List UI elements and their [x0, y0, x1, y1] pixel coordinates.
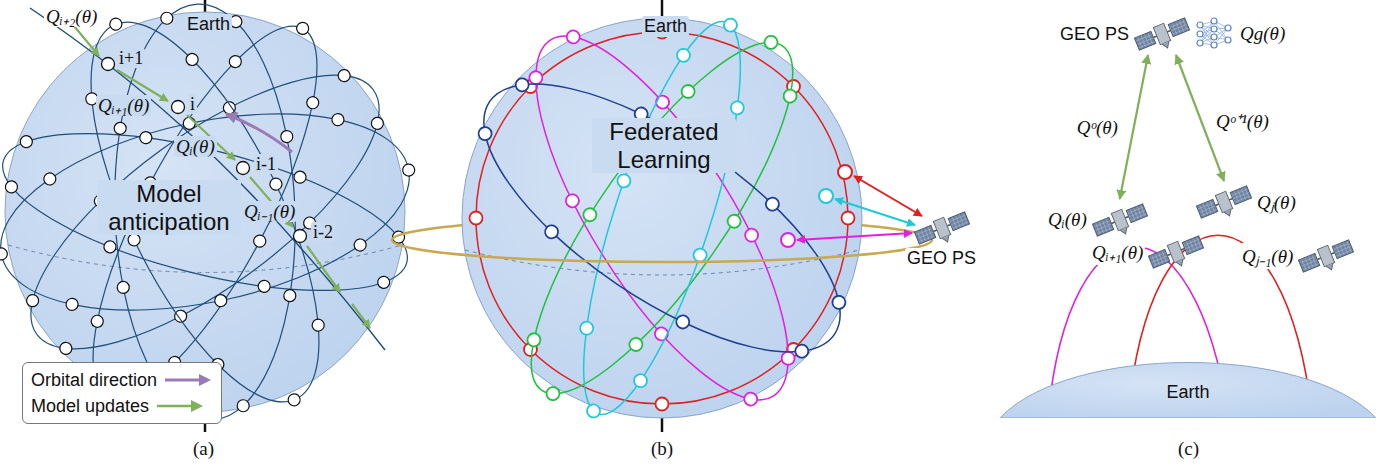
label-holder: i — [188, 94, 197, 115]
label-holder: i+1 — [117, 48, 145, 69]
label-holder: (b) — [651, 438, 673, 460]
legend-arrow-sample — [155, 398, 205, 414]
earth-sphere: EarthFederated Learning — [462, 18, 862, 418]
edge-label: Qᵒ⁺¹(θ) — [1214, 111, 1271, 132]
label-holder: Qᵢ₊₁(θ) — [96, 92, 151, 118]
legend-arrow-sample — [163, 372, 213, 388]
satellite-icon — [1134, 14, 1190, 54]
node-text: Qᵢ₊₁(θ) — [1090, 239, 1145, 265]
legend-box: Orbital directionModel updates — [22, 362, 222, 424]
label-holder: (c) — [1178, 438, 1199, 460]
link-arrow — [1120, 55, 1148, 199]
label-holder: Qᵢ₋₁(θ) — [242, 198, 297, 224]
label-holder: Qᵢ₊₂(θ) — [44, 3, 99, 29]
model-label: Qᵢ₋₁(θ) — [242, 201, 297, 222]
panel-letter: (b) — [651, 438, 673, 459]
legend-row: Model updates — [31, 393, 213, 419]
node-text: GEO PS — [905, 248, 978, 269]
model-label: Qᵢ₊₂(θ) — [44, 6, 99, 27]
satellite-index: i-2 — [311, 222, 335, 242]
legend-row: Orbital direction — [31, 367, 213, 393]
satellite-node: Qᵢ(θ) — [1046, 200, 1148, 240]
node-text: GEO PS — [1058, 24, 1131, 45]
panel-letter: (a) — [193, 438, 214, 459]
satellite-node: GEO PS Qg(θ) — [1058, 14, 1287, 54]
node-text: Model anticipation — [97, 180, 241, 235]
satellite-icon — [1148, 232, 1204, 272]
satellite-node: Qⱼ(θ) — [1196, 182, 1298, 222]
node-text: Qᵢ(θ) — [1046, 209, 1089, 231]
neural-network-icon — [1193, 16, 1235, 52]
model-label: Qᵢ₊₁(θ) — [96, 95, 151, 116]
earth-sphere: EarthModel anticipation — [5, 12, 405, 412]
satellite-node: GEO PS — [905, 208, 978, 269]
panel-letter: (c) — [1178, 438, 1199, 459]
node-text: Earth — [185, 14, 232, 35]
satellite-node: Qⱼ₋₁(θ) — [1240, 236, 1354, 276]
satellite-icon — [1298, 236, 1354, 276]
model-label: Qᵢ(θ) — [174, 136, 217, 157]
edge-label-holder: Qᵒ(θ) — [1075, 117, 1120, 139]
earth-surface: Earth — [1000, 340, 1376, 418]
satellite-index: i-1 — [254, 154, 278, 174]
satellite-icon — [1196, 182, 1252, 222]
node-text: Earth — [1166, 382, 1209, 403]
label-holder: (a) — [193, 438, 214, 460]
earth-cap-shape — [1000, 340, 1376, 418]
edge-label: Qᵒ(θ) — [1075, 117, 1120, 138]
node-text: Federated Learning — [592, 118, 736, 173]
label-holder: i-1 — [254, 154, 278, 175]
satellite-icon — [1092, 200, 1148, 240]
legend-text: Model updates — [31, 396, 149, 417]
node-text: Qⱼ(θ) — [1255, 189, 1298, 215]
node-text: Qⱼ₋₁(θ) — [1240, 243, 1295, 269]
satellite-index: i — [188, 94, 197, 114]
satellite-icon — [914, 208, 970, 248]
node-text: Earth — [642, 16, 689, 37]
legend-text: Orbital direction — [31, 370, 157, 391]
satellite-node: Qᵢ₊₁(θ) — [1090, 232, 1204, 272]
label-holder: i-2 — [311, 222, 335, 243]
satellite-index: i+1 — [117, 48, 145, 68]
edge-label-holder: Qᵒ⁺¹(θ) — [1214, 108, 1271, 134]
label-holder: Qᵢ(θ) — [174, 136, 217, 158]
node-text: Qg(θ) — [1238, 23, 1287, 45]
